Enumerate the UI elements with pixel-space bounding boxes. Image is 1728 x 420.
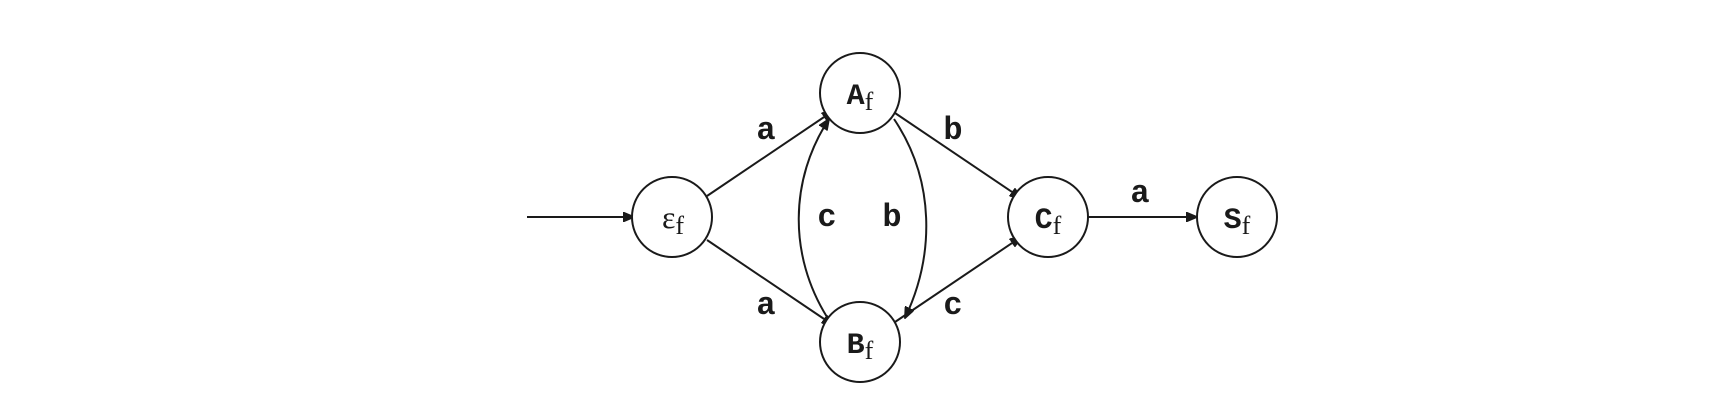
state-C-symbol: C: [1035, 204, 1053, 238]
state-B-symbol: B: [847, 329, 865, 363]
edge-label-A-B: b: [882, 199, 901, 236]
edge-A-B: [893, 118, 928, 318]
state-S: Sf: [1196, 176, 1278, 258]
edge-label-B-A: c: [817, 199, 836, 236]
edge-label-A-C: b: [943, 112, 962, 149]
state-C: Cf: [1007, 176, 1089, 258]
svg-text:Cf: Cf: [1035, 204, 1062, 240]
state-epsilon-subscript: f: [675, 211, 684, 240]
svg-text:Sf: Sf: [1224, 204, 1251, 240]
edge-eps-A: [706, 111, 833, 197]
edge-label-eps-A: a: [756, 112, 775, 149]
state-B-subscript: f: [865, 336, 874, 365]
svg-text:εf: εf: [662, 199, 684, 240]
state-A: Af: [819, 52, 901, 134]
state-C-subscript: f: [1053, 211, 1062, 240]
edge-label-C-S: a: [1130, 175, 1149, 212]
state-S-subscript: f: [1242, 211, 1251, 240]
edge-A-C: [894, 112, 1021, 198]
state-A-subscript: f: [865, 87, 874, 116]
state-A-symbol: A: [847, 80, 865, 114]
state-epsilon: εf: [631, 176, 713, 258]
edge-eps-B: [706, 239, 833, 325]
svg-text:Bf: Bf: [847, 329, 874, 365]
edge-label-eps-B: a: [756, 287, 775, 324]
state-S-symbol: S: [1224, 204, 1242, 238]
svg-text:Af: Af: [847, 80, 874, 116]
state-B: Bf: [819, 301, 901, 383]
edge-B-C: [894, 237, 1021, 323]
state-epsilon-symbol: ε: [662, 199, 675, 235]
edge-B-A: [797, 119, 829, 318]
edge-label-B-C: c: [943, 287, 962, 324]
